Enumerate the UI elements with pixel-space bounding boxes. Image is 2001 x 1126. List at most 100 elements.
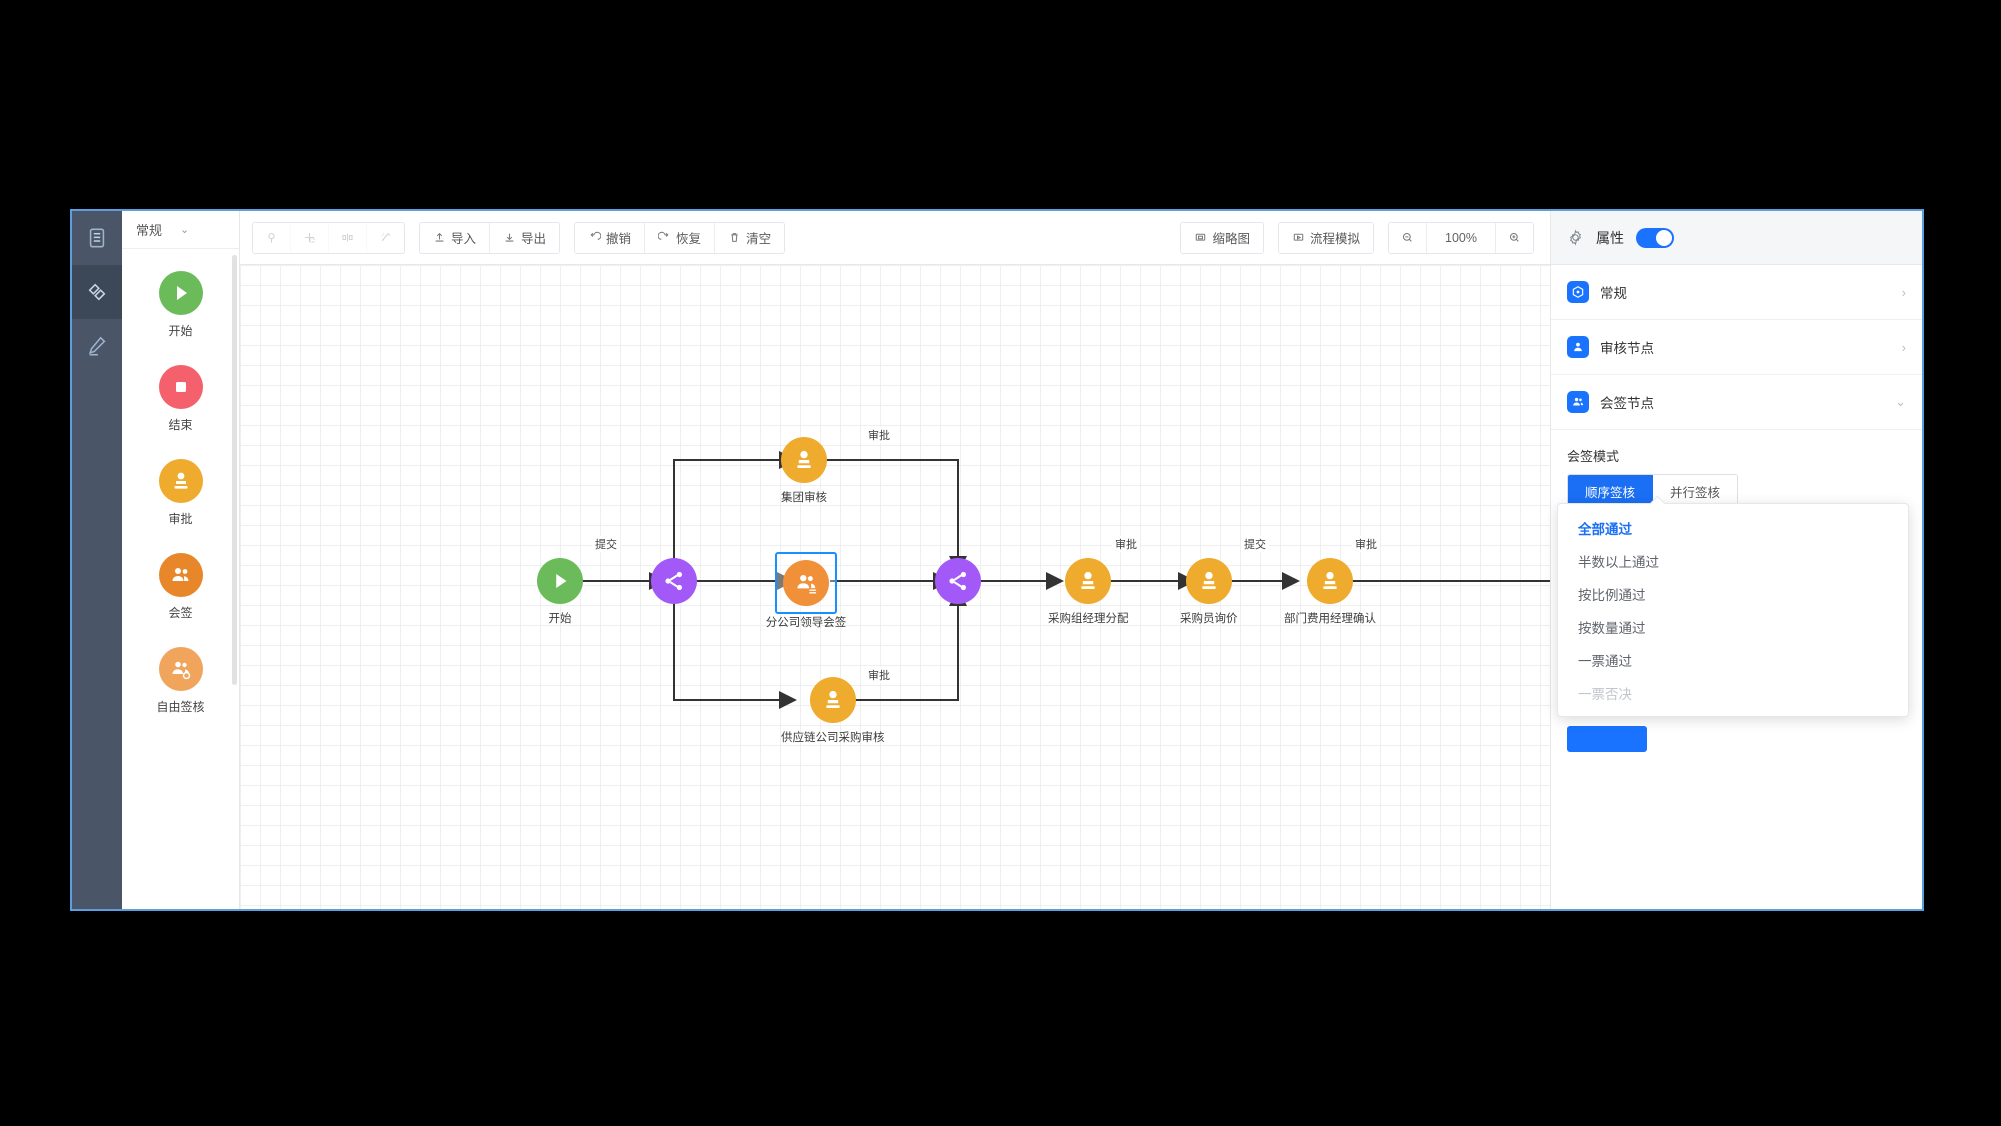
node-group-review[interactable]: 集团审核 — [781, 437, 827, 505]
auto-layout-button[interactable] — [367, 223, 404, 253]
palette-item-start[interactable]: 开始 — [122, 271, 239, 339]
flow-designer-window: 常规 ⌄ 开始 结束 — [70, 209, 1924, 911]
toolbar-right-group: 缩略图 流程模拟 — [1180, 221, 1538, 254]
palette-item-free-sign[interactable]: 自由签核 — [122, 647, 239, 715]
chevron-right-icon: › — [1901, 284, 1906, 300]
node-shape — [537, 558, 583, 604]
dropdown-option-ratio-pass[interactable]: 按比例通过 — [1578, 587, 1646, 603]
prop-section-label: 常规 — [1600, 286, 1627, 301]
node-branch-countersign[interactable]: 分公司领导会签 — [766, 552, 846, 629]
thumbnail-group: 缩略图 — [1180, 221, 1264, 254]
gateway-icon — [665, 571, 683, 591]
zoom-out-button[interactable] — [1389, 222, 1428, 253]
palette-item-end[interactable]: 结束 — [122, 365, 239, 433]
clear-button[interactable]: 清空 — [715, 223, 784, 253]
node-label: 采购组经理分配 — [1048, 613, 1129, 625]
stamp-icon — [1081, 571, 1095, 590]
properties-toggle[interactable] — [1636, 227, 1674, 248]
zoom-out-icon — [1402, 232, 1412, 242]
icon-rail — [72, 211, 122, 909]
palette-scrollbar[interactable] — [232, 255, 237, 685]
stamp-icon — [1202, 571, 1216, 590]
palette-group-header[interactable]: 常规 ⌄ — [122, 211, 239, 249]
edge-label: 审批 — [1352, 536, 1380, 552]
edge-label: 审批 — [865, 427, 893, 443]
import-button[interactable]: 导入 — [420, 222, 491, 253]
prop-section-review-node[interactable]: 审核节点 › — [1551, 320, 1922, 375]
clear-label: 清空 — [746, 232, 772, 246]
node-gateway-2[interactable] — [935, 558, 981, 604]
align-distribute-button[interactable] — [291, 222, 329, 253]
align-center-button[interactable] — [329, 222, 367, 253]
align-top-button[interactable] — [253, 222, 291, 253]
magic-wand-icon — [381, 233, 391, 242]
export-button[interactable]: 导出 — [490, 223, 559, 253]
node-label: 部门费用经理确认 — [1284, 613, 1376, 625]
node-label: 集团审核 — [781, 492, 827, 504]
export-label: 导出 — [521, 232, 547, 246]
user-icon — [1567, 336, 1589, 358]
toolbar: 导入 导出 撤销 — [240, 211, 1550, 265]
simulate-button[interactable]: 流程模拟 — [1279, 223, 1373, 253]
rail-item-shapes[interactable] — [72, 265, 122, 319]
edge-label: 审批 — [865, 667, 893, 683]
flow-canvas[interactable]: 开始 集团审核 — [240, 265, 1550, 909]
align-distribute-icon — [304, 232, 315, 243]
dropdown-option-single-veto[interactable]: 一票否决 — [1578, 686, 1632, 702]
node-buyer-inquiry[interactable]: 采购员询价 — [1180, 558, 1238, 626]
node-gateway-1[interactable] — [651, 558, 697, 604]
occluded-control-4[interactable] — [1567, 726, 1647, 752]
thumbnail-icon — [1196, 233, 1206, 241]
properties-title: 属性 — [1596, 229, 1624, 246]
dropdown-option-all-pass[interactable]: 全部通过 — [1578, 521, 1632, 537]
gear-icon — [1570, 229, 1581, 246]
align-center-icon — [342, 233, 353, 242]
node-procurement-manager[interactable]: 采购组经理分配 — [1048, 558, 1129, 626]
palette-label: 自由签核 — [156, 700, 205, 714]
node-shape — [935, 558, 981, 604]
edge-label: 提交 — [1241, 536, 1269, 552]
node-supply-review[interactable]: 供应链公司采购审核 — [781, 677, 885, 745]
palette-label: 结束 — [168, 418, 193, 432]
align-top-icon — [268, 233, 275, 243]
user-glyph — [1574, 342, 1582, 352]
palette-item-countersign[interactable]: 会签 — [122, 553, 239, 621]
node-dept-expense-confirm[interactable]: 部门费用经理确认 — [1284, 558, 1376, 626]
zoom-in-button[interactable] — [1496, 223, 1533, 253]
stamp-icon — [797, 450, 811, 469]
undo-icon — [590, 231, 602, 240]
prop-section-countersign-node[interactable]: 会签节点 ⌄ — [1551, 375, 1922, 430]
redo-button[interactable]: 恢复 — [645, 222, 716, 253]
users-glyph — [1573, 397, 1584, 406]
thumbnail-button[interactable]: 缩略图 — [1181, 223, 1263, 253]
thumbnail-label: 缩略图 — [1212, 232, 1250, 246]
edge-label: 审批 — [1112, 536, 1140, 552]
dropdown-option-majority-pass[interactable]: 半数以上通过 — [1578, 554, 1659, 570]
node-shape — [651, 558, 697, 604]
node-label: 供应链公司采购审核 — [781, 732, 885, 744]
zoom-in-icon — [1509, 232, 1519, 242]
undo-button[interactable]: 撤销 — [575, 222, 646, 253]
import-icon — [435, 232, 444, 242]
edge-label: 提交 — [592, 536, 620, 552]
prop-section-general[interactable]: 常规 › — [1551, 265, 1922, 320]
rail-item-document[interactable] — [72, 211, 122, 265]
rail-item-pen[interactable] — [72, 319, 122, 373]
dropdown-option-single-pass[interactable]: 一票通过 — [1578, 653, 1632, 669]
approval-node-swatch — [158, 459, 203, 503]
chevron-right-icon: › — [1901, 339, 1906, 355]
node-label: 采购员询价 — [1180, 613, 1238, 625]
gateway-icon — [949, 571, 967, 591]
palette-item-approval[interactable]: 审批 — [122, 459, 239, 527]
chevron-down-icon: ⌄ — [180, 224, 190, 236]
stamp-icon — [826, 690, 840, 709]
undo-label: 撤销 — [606, 232, 632, 246]
simulate-icon — [1293, 233, 1304, 241]
node-start[interactable]: 开始 — [537, 558, 583, 626]
node-shape — [783, 560, 829, 606]
group-icon — [172, 568, 188, 581]
dropdown-option-count-pass[interactable]: 按数量通过 — [1578, 620, 1646, 636]
end-node-swatch — [158, 365, 203, 409]
palette-item-list: 开始 结束 审批 — [122, 249, 239, 909]
play-icon — [556, 573, 567, 589]
